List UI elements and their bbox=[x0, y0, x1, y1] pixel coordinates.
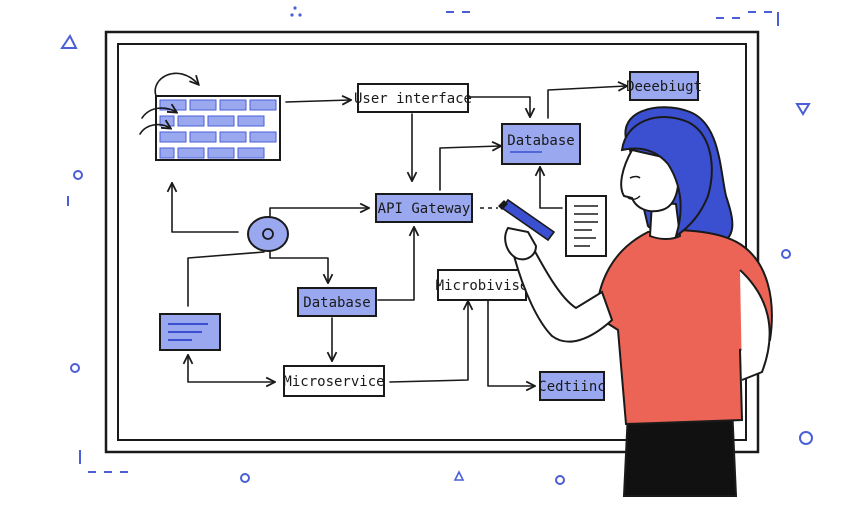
node-debug-box: Deeebiugt bbox=[626, 71, 702, 101]
node-database-mid-label: Database bbox=[303, 295, 370, 311]
node-microservice-bottom-label: Microservice bbox=[283, 374, 384, 390]
person-figure bbox=[504, 106, 773, 497]
front-arm bbox=[512, 244, 614, 343]
node-user-interface: User interface bbox=[354, 83, 472, 113]
node-api-gateway-label: API Gateway bbox=[378, 201, 471, 217]
marker-icon bbox=[498, 198, 556, 242]
node-coding-box-label: Cedtiinc bbox=[538, 379, 605, 395]
node-microservice-bottom: Microservice bbox=[283, 365, 385, 397]
hair-front bbox=[620, 116, 713, 239]
face bbox=[620, 148, 680, 213]
node-coding-box: Cedtiinc bbox=[538, 371, 606, 401]
node-user-interface-label: User interface bbox=[354, 91, 472, 107]
node-microservice-right-label: Microbivise bbox=[436, 278, 529, 294]
node-database-top: Database bbox=[501, 123, 581, 165]
connectors bbox=[172, 86, 626, 386]
node-database-top-label: Database bbox=[507, 133, 574, 149]
node-debug-box-label: Deeebiugt bbox=[626, 79, 702, 95]
decorative-marks bbox=[60, 6, 813, 485]
monitor-icon bbox=[159, 313, 221, 351]
node-api-gateway: API Gateway bbox=[375, 193, 473, 223]
node-microservice-right: Microbivise bbox=[436, 269, 529, 301]
document-icon bbox=[565, 195, 607, 257]
server-node-icon bbox=[247, 216, 289, 252]
firewall-icon bbox=[139, 72, 281, 161]
node-database-mid: Database bbox=[297, 287, 377, 317]
shirt bbox=[594, 229, 773, 426]
